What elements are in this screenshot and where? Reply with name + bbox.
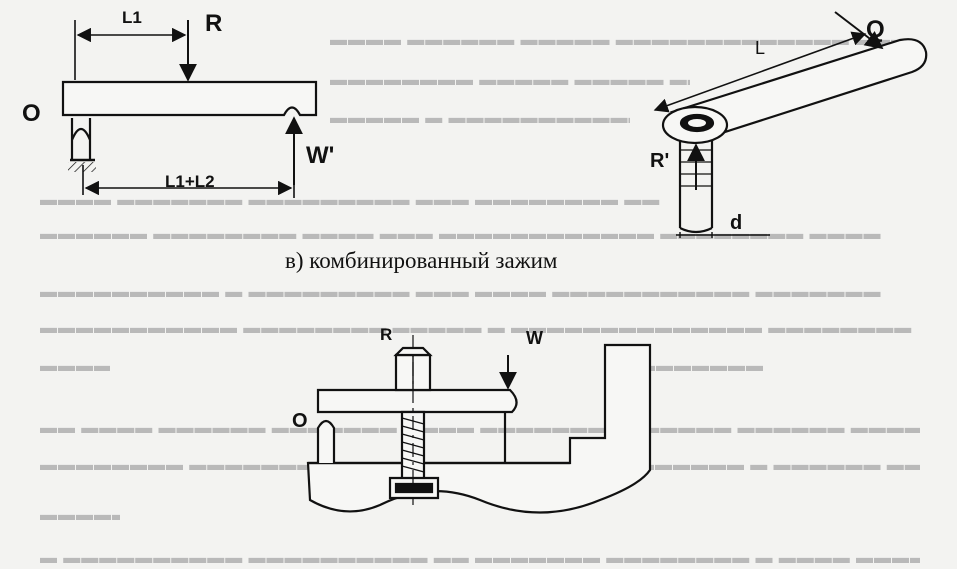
label-l1-plus-l2: L1+L2 — [165, 172, 215, 191]
bleed-through-line: ▬▬▬▬▬▬▬▬ ▬▬▬▬▬ ▬▬▬▬▬ ▬▬▬▬▬▬ ▬▬ ▬▬ — [330, 70, 690, 89]
label-pivot-o: O — [22, 100, 41, 127]
bleed-through-line: ▬▬▬▬▬▬▬▬ — [620, 356, 764, 375]
label-r-bolt: R — [380, 325, 393, 344]
bleed-through-line: ▬▬▬▬▬▬ — [40, 505, 120, 524]
bleed-through-line: ▬▬▬▬▬▬▬▬▬▬▬ ▬▬▬▬▬▬▬▬ ▬▬▬▬▬ ▬ ▬▬▬▬▬▬▬▬▬▬▬… — [40, 318, 913, 337]
bleed-through-line: ▬▬ ▬▬▬▬ ▬▬▬▬▬▬ ▬▬▬▬▬▬▬ ▬▬▬▬ ▬▬▬▬▬▬▬▬▬▬▬▬… — [40, 418, 920, 437]
label-w-prime: W' — [306, 142, 335, 169]
bleed-through-line: ▬ ▬▬▬▬▬▬▬▬▬▬ ▬▬▬▬▬▬▬▬▬▬ ▬▬ ▬▬▬▬▬▬▬ ▬▬▬▬▬… — [40, 548, 920, 567]
label-w-force: W — [526, 328, 543, 348]
figure-caption: в) комбинированный зажим — [285, 248, 558, 273]
bleed-through-line: ▬▬▬▬▬▬ ▬▬▬▬▬▬▬▬ ▬▬▬▬ ▬▬▬ ▬▬▬▬▬▬▬▬▬▬▬▬ ▬▬… — [40, 224, 882, 243]
label-pivot-o-bottom: O — [292, 410, 308, 432]
bleed-through-line: ▬▬▬▬▬ ▬ ▬▬▬▬▬▬▬▬▬▬▬▬▬▬ — [330, 108, 630, 127]
label-d-diameter: d — [730, 212, 743, 234]
bleed-through-line: ▬▬▬▬▬▬▬▬▬▬ ▬ ▬▬▬▬▬▬▬▬▬ ▬▬▬ ▬▬▬▬ ▬▬▬▬▬▬▬▬… — [40, 282, 882, 301]
label-l1: L1 — [122, 8, 142, 27]
bleed-through-line: ▬▬▬▬ ▬ — [40, 356, 110, 375]
wrench-bolt-diagram — [653, 12, 926, 238]
label-r-force: R — [205, 10, 223, 37]
label-q-force: Q — [866, 16, 885, 43]
label-r-prime: R' — [650, 150, 670, 172]
combined-clamp-diagram — [308, 335, 650, 513]
lever-clamp-diagram — [63, 20, 316, 198]
label-l-length: L — [755, 38, 766, 58]
